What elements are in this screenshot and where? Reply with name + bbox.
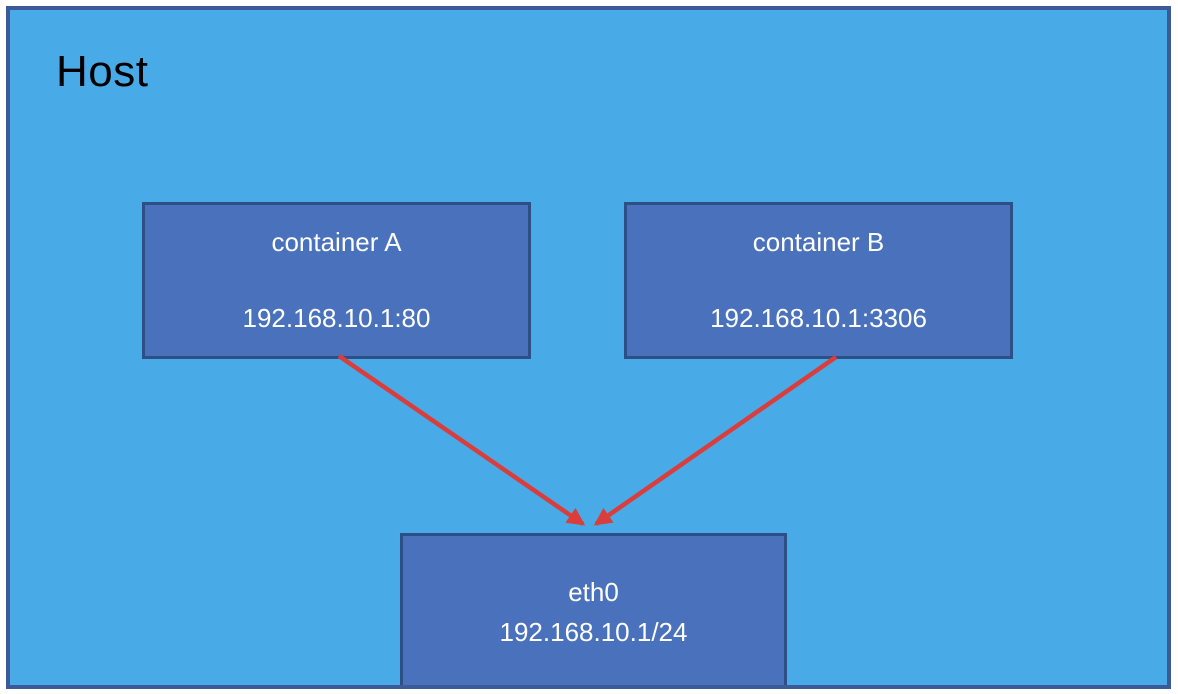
host-label: Host [56, 47, 149, 96]
container-a-title: container A [271, 227, 402, 258]
node-eth0: eth0 192.168.10.1/24 [400, 533, 787, 685]
node-container-b: container B 192.168.10.1:3306 [624, 202, 1013, 359]
container-b-title: container B [752, 227, 885, 258]
container-a-address: 192.168.10.1:80 [242, 302, 431, 333]
host-box: Host container A 192.168.10.1:80 contain… [6, 6, 1171, 689]
eth0-address: 192.168.10.1/24 [499, 617, 688, 647]
container-b-address: 192.168.10.1:3306 [710, 302, 927, 333]
node-container-a: container A 192.168.10.1:80 [142, 202, 531, 359]
eth0-title: eth0 [568, 577, 619, 607]
